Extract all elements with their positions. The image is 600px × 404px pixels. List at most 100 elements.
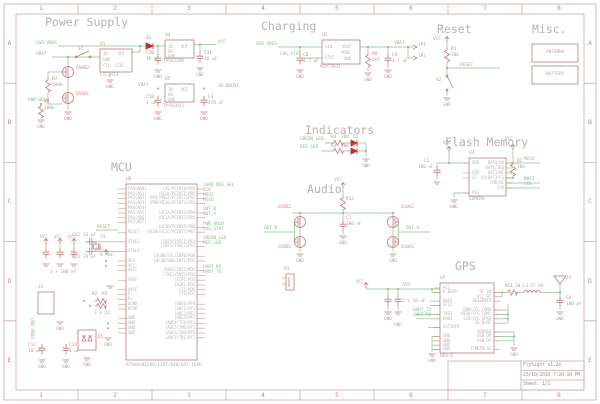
designator: R4 bbox=[331, 135, 337, 140]
net-label: SCK bbox=[203, 188, 211, 193]
net-label: VBAT bbox=[36, 52, 47, 57]
ic-mcu-body bbox=[125, 183, 198, 361]
pin-name: (XCK1)PD5 bbox=[174, 281, 195, 287]
pin-label: GND bbox=[103, 57, 110, 62]
net-label: MOSI bbox=[203, 193, 214, 198]
pin-name: (TXD1/INT3)PD3 bbox=[162, 272, 195, 278]
value-label: GND bbox=[56, 327, 64, 332]
designator: C2 bbox=[424, 159, 430, 164]
switch-s2-pin bbox=[445, 74, 449, 78]
switch-s2 bbox=[446, 75, 454, 89]
pin-name: GND bbox=[128, 325, 135, 330]
section-title-gps: GPS bbox=[455, 259, 476, 273]
pin-name: XTAL2 bbox=[128, 238, 140, 244]
part-number: TPS62200 bbox=[163, 59, 184, 64]
pin-name: VDD bbox=[472, 159, 479, 165]
pin-name: (ADC3)PF3 bbox=[174, 315, 195, 321]
pin-label: EN bbox=[168, 49, 173, 54]
pin-name: RF_IN bbox=[479, 289, 491, 295]
pin-name: (ADC4/TCK)PF4 bbox=[164, 320, 195, 326]
value-label: 2 x 22 bbox=[94, 311, 110, 316]
pin-name: USB_DM bbox=[477, 333, 491, 339]
pin-label: IN bbox=[103, 51, 108, 56]
pin-name: DAT0/DO bbox=[487, 159, 504, 165]
audio-wires bbox=[264, 188, 430, 285]
designator: X1 bbox=[284, 267, 290, 272]
net-label: VCC bbox=[403, 283, 411, 288]
part-number: TPS61032 bbox=[163, 104, 184, 109]
pin-name: (OC0A/OC1C/PCINT7)PB7 bbox=[146, 229, 196, 234]
net-label: PWR_HOLD bbox=[28, 98, 49, 103]
pin-name: RESERVED bbox=[472, 298, 492, 303]
designator: C8 bbox=[303, 53, 309, 58]
frame-row-index: A bbox=[588, 39, 592, 47]
net-label: USB_VBUS bbox=[29, 318, 34, 339]
net-label: SCK bbox=[524, 182, 532, 187]
pin-stubs bbox=[118, 162, 512, 350]
designator: D3 bbox=[353, 144, 359, 149]
designator: U6 bbox=[126, 177, 132, 182]
frame-col-index: 6 bbox=[409, 390, 413, 399]
pin-name: (OC0B/SCL/INT0)PD0 bbox=[153, 253, 195, 258]
frame-col-index: 2 bbox=[113, 390, 117, 399]
net-label: USB_VBUS bbox=[36, 41, 57, 46]
value-label: GND bbox=[450, 205, 458, 210]
designator: Q10A2 bbox=[401, 205, 415, 210]
value-label: 1 uF bbox=[69, 349, 80, 354]
value-label: 300 bbox=[341, 135, 349, 140]
frame-col-index: 6 bbox=[409, 3, 413, 12]
value-label: GND bbox=[200, 117, 208, 122]
designator: R5 bbox=[102, 292, 108, 297]
designator: U4 bbox=[165, 33, 171, 38]
pin-name: VCC_RF bbox=[477, 293, 491, 299]
ic-charger-body bbox=[321, 39, 361, 65]
pin-label: STAT bbox=[325, 55, 335, 60]
switch-s1-pin bbox=[74, 55, 78, 59]
value-label: VCC bbox=[54, 235, 62, 240]
designator: Y1 bbox=[100, 235, 106, 240]
pin-name: COM bbox=[472, 169, 479, 175]
ic-u4-body bbox=[164, 39, 195, 59]
pin-name: SDA2 bbox=[443, 298, 453, 303]
value-label: GND bbox=[339, 241, 347, 246]
frame-col-index: 7 bbox=[483, 3, 487, 12]
pin-name: (ADC5/TMS)PF5 bbox=[164, 325, 195, 330]
pin-label: PROG bbox=[341, 50, 351, 55]
net-label: PWR_HOLD bbox=[203, 222, 224, 227]
frame-col-index: 8 bbox=[557, 390, 561, 399]
value-label: 3 x 100 nF bbox=[50, 270, 77, 275]
titleblock-project: FlySight v1.2e bbox=[523, 362, 561, 368]
value-label: 10 uF bbox=[28, 349, 42, 354]
value-label: 10 uF bbox=[146, 57, 160, 62]
frame-col-index: 1 bbox=[39, 3, 43, 12]
value-label: 10k bbox=[517, 165, 525, 170]
pin-name: PA7(AD7) bbox=[128, 219, 147, 225]
pin-label: CTL bbox=[103, 63, 110, 68]
value-label: GND bbox=[389, 259, 397, 264]
value-label: 4.7 uF bbox=[392, 59, 408, 64]
value-label: GND bbox=[154, 75, 162, 80]
value-label: GND bbox=[83, 363, 91, 368]
pin-name: (OC2B/SDA/INT1)PD1 bbox=[153, 257, 195, 263]
designator: C4 bbox=[566, 296, 572, 301]
net-label: UART_TX bbox=[203, 270, 222, 275]
pin-name: GND bbox=[443, 333, 450, 339]
value-label: 33 pF bbox=[83, 255, 97, 260]
net-label: VBAT bbox=[394, 41, 405, 46]
net-label: CARD_NSS_SEL bbox=[203, 183, 235, 188]
pin-name: ROM/CFG_COM0 bbox=[463, 306, 491, 312]
ic-ltc4413-body bbox=[99, 48, 133, 73]
section-title-charging: Charging bbox=[261, 19, 317, 33]
designator: Q10A1 bbox=[401, 245, 415, 250]
value-label: GND bbox=[196, 73, 204, 78]
frame-col-index: 2 bbox=[113, 3, 117, 12]
value-label: VCC bbox=[505, 137, 513, 142]
frame-row-index: B bbox=[588, 118, 592, 127]
designator: R11 bbox=[505, 284, 513, 289]
frame-row-index: C bbox=[588, 197, 592, 206]
frame-row-index: E bbox=[588, 355, 592, 364]
net-label: OUT_B bbox=[203, 207, 217, 212]
pin-name: V_BCKP bbox=[443, 289, 457, 295]
pin-name: (ADC1)PF1 bbox=[174, 305, 195, 311]
